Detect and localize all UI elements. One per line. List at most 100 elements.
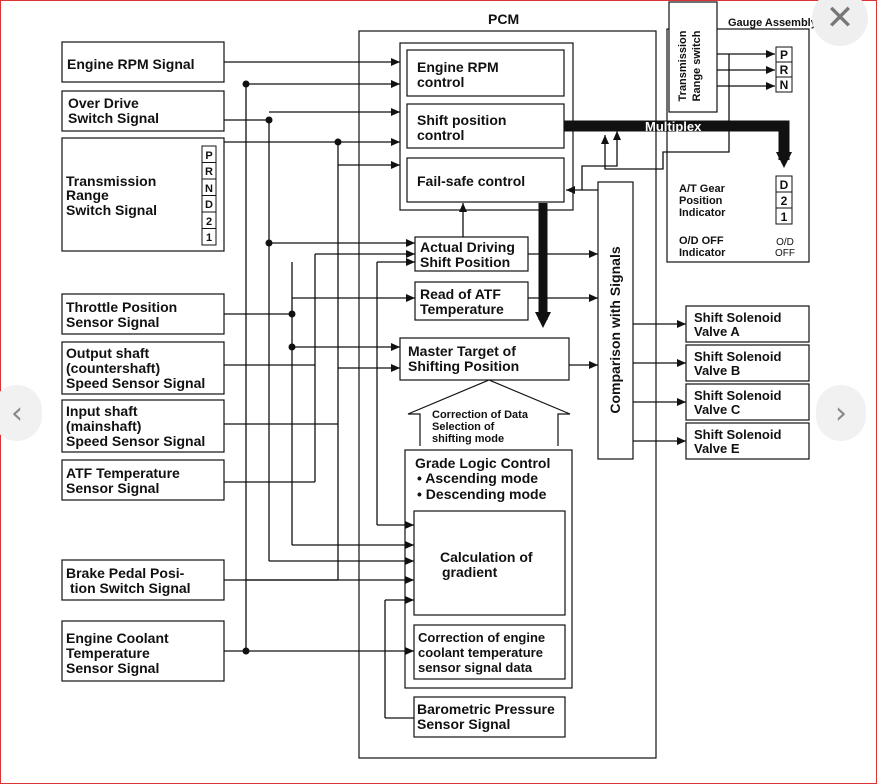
gear-letters [775,175,793,225]
multiplex-label: Multiplex [645,119,702,134]
block-compare-label: Comparison with Signals [607,246,623,413]
input-brake-line1: Brake Pedal Posi- [66,565,185,581]
output-c-line2: Valve C [694,402,741,417]
input-over-drive: Over Drive Switch Signal [61,90,225,132]
block-gradient-line2: gradient [442,564,498,580]
input-inp-line3: Speed Sensor Signal [66,433,205,449]
gauge-assembly: Gauge Assembly Transmission Range switch… [666,1,818,263]
output-b-line2: Valve B [694,363,740,378]
block-engine-rpm-control: Engine RPM control [406,49,565,97]
block-atf-read-line1: Read of ATF [420,286,501,302]
input-engine-coolant: Engine Coolant Temperature Sensor Signal [61,620,225,682]
block-atf-read-line2: Temperature [420,301,504,317]
block-comparison-signals: Comparison with Signals [597,181,634,460]
output-solenoid-c: Shift Solenoid Valve C [685,383,810,421]
block-barometric-pressure: Barometric Pressure Sensor Signal [413,696,566,738]
input-atf-line1: ATF Temperature [66,465,180,481]
block-rpm-ctrl-line2: control [417,74,464,90]
prn-letter-p: P [780,48,788,62]
gear-letter-1: 1 [781,210,788,224]
output-e-line2: Valve E [694,441,740,456]
next-image-button[interactable]: › [816,385,866,441]
range-switch-box [668,1,718,113]
multiplex-bus: Multiplex [535,119,792,328]
prn-indicator [775,46,793,93]
block-rpm-ctrl-line1: Engine RPM [417,59,499,75]
input-brake-line2: tion Switch Signal [70,580,191,596]
block-shift-ctrl-line1: Shift position [417,112,506,128]
grade-logic-title: Grade Logic Control [415,455,550,471]
od-lamp-line1: O/D [776,237,794,248]
input-brake-pedal: Brake Pedal Posi- tion Switch Signal [61,559,225,601]
gauge-title: Gauge Assembly [728,17,818,29]
correction-line1: Correction of Data [432,409,529,421]
block-actual-line2: Shift Position [420,254,510,270]
block-actual-line1: Actual Driving [420,239,515,255]
correction-line2: Selection of [432,421,495,433]
output-c-line1: Shift Solenoid [694,388,781,403]
trs-letter-d: D [205,199,213,211]
gear-indicator-line3: Indicator [679,207,726,219]
input-inp-line1: Input shaft [66,403,138,419]
correction-up-arrow: Correction of Data Selection of shifting… [407,379,571,446]
pcm-container [358,30,657,759]
gear-letter-2: 2 [781,194,788,208]
range-switch-line1: Transmission [677,30,689,101]
input-atf-line2: Sensor Signal [66,480,159,496]
block-actual-driving-shift: Actual Driving Shift Position [414,236,529,272]
block-failsafe-label: Fail-safe control [417,173,525,189]
previous-image-button[interactable]: ‹ [0,385,42,441]
output-solenoid-b: Shift Solenoid Valve B [685,344,810,382]
block-shift-position-control: Shift position control [406,103,565,149]
input-out-line1: Output shaft [66,345,150,361]
gear-indicator-line1: A/T Gear [679,183,726,195]
output-a-line1: Shift Solenoid [694,310,781,325]
input-out-line3: Speed Sensor Signal [66,375,205,391]
input-tps-line1: Throttle Position [66,299,177,315]
input-throttle-position: Throttle Position Sensor Signal [61,293,225,335]
input-engine-rpm: Engine RPM Signal [61,41,225,83]
block-shift-ctrl-line2: control [417,127,464,143]
trs-letter-p: P [205,150,212,162]
trs-letter-r: R [205,166,213,178]
input-inp-line2: (mainshaft) [66,418,141,434]
output-a-line2: Valve A [694,324,740,339]
input-ect-line2: Temperature [66,645,150,661]
pcm-title: PCM [488,11,519,27]
block-baro-line1: Barometric Pressure [417,701,555,717]
grade-logic-ascending: • Ascending mode [417,470,538,486]
block-fail-safe-control: Fail-safe control [406,157,565,203]
block-baro-line2: Sensor Signal [417,716,510,732]
input-trs-line1: Transmission [66,173,156,189]
block-master-line2: Shifting Position [408,358,519,374]
correction-line3: shifting mode [432,433,504,445]
trs-letter-column: P R N D 2 1 [201,145,217,246]
input-atf-temperature: ATF Temperature Sensor Signal [61,459,225,501]
input-ect-line3: Sensor Signal [66,660,159,676]
gear-indicator-line2: Position [679,195,723,207]
output-e-line1: Shift Solenoid [694,427,781,442]
input-trs-line2: Range [66,187,109,203]
input-ect-line1: Engine Coolant [66,630,169,646]
input-transmission-range: Transmission Range Switch Signal [61,137,225,252]
od-lamp-line2: OFF [775,248,795,259]
output-b-line1: Shift Solenoid [694,349,781,364]
output-solenoid-e: Shift Solenoid Valve E [685,422,810,460]
od-indicator-line2: Indicator [679,247,726,259]
block-ect-corr-line1: Correction of engine [418,630,545,645]
prn-letter-r: R [780,63,789,77]
prn-letter-n: N [780,78,789,92]
trs-letter-2: 2 [206,216,212,228]
block-master-target: Master Target of Shifting Position [399,337,570,381]
close-button[interactable]: ✕ [812,0,868,46]
input-engine-rpm-label: Engine RPM Signal [67,56,195,72]
range-switch-line2: Range switch [691,30,703,101]
block-ect-corr-line3: sensor signal data [418,660,533,675]
output-solenoid-a: Shift Solenoid Valve A [685,305,810,343]
od-indicator-line1: O/D OFF [679,235,724,247]
block-gradient-line1: Calculation of [440,549,533,565]
input-od-line2: Switch Signal [68,110,159,126]
grade-logic-descending: • Descending mode [417,486,547,502]
block-calculation-gradient: Calculation of gradient [413,510,566,616]
